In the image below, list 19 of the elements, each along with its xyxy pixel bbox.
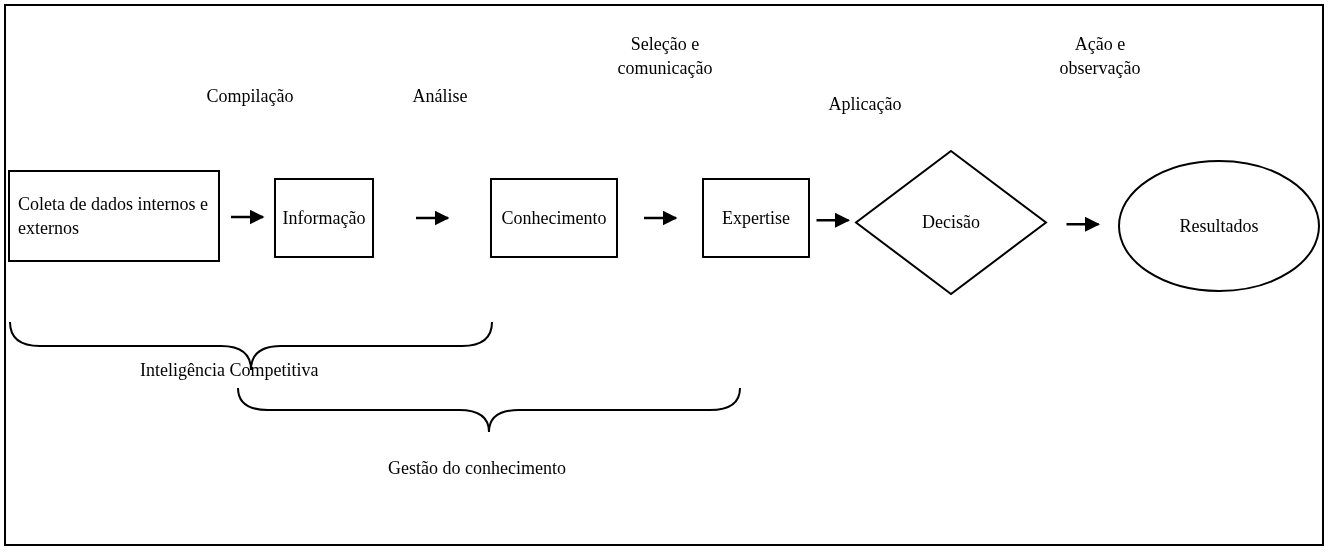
node-label: Decisão (922, 211, 980, 235)
arrow (816, 212, 850, 228)
node-label: Coleta de dados internos e externos (17, 192, 209, 240)
arrow (416, 210, 450, 226)
node-label: Expertise (722, 206, 790, 230)
process-box (8, 170, 220, 262)
terminal-ellipse (1118, 160, 1320, 292)
node-label: Resultados (1179, 214, 1259, 238)
node-label: Informação (282, 206, 366, 230)
arrow (644, 210, 678, 226)
process-box (274, 178, 374, 258)
group-label: Gestão do conhecimento (388, 458, 566, 479)
process-box (490, 178, 618, 258)
arrow (231, 209, 265, 225)
arrow (1066, 216, 1100, 232)
node-label: Conhecimento (501, 206, 607, 230)
decision-diamond (855, 150, 1047, 295)
group-label: Inteligência Competitiva (140, 360, 319, 381)
process-box (702, 178, 810, 258)
